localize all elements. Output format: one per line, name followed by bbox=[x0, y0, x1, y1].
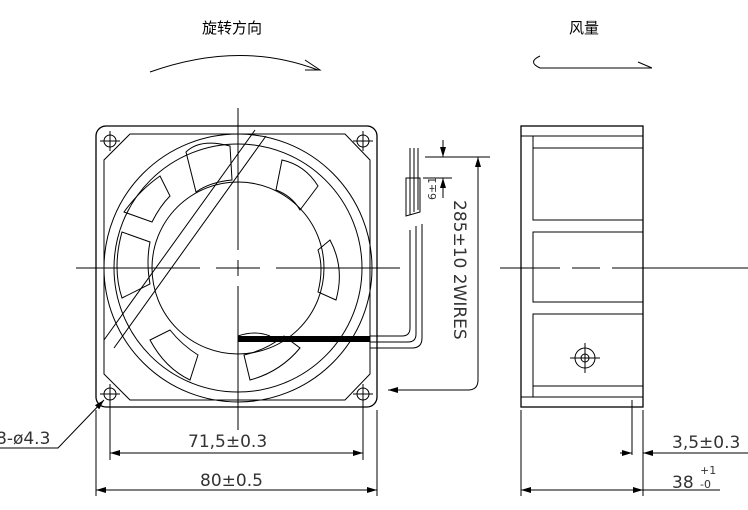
airflow-arrow-icon bbox=[533, 55, 653, 69]
hole-spacing-label: 71,5±0.3 bbox=[188, 432, 267, 452]
frame-size-label: 80±0.5 bbox=[200, 471, 263, 491]
strip-length-label: 6±1 bbox=[426, 177, 439, 200]
fan-side-view bbox=[500, 125, 748, 408]
fan-front-view bbox=[76, 108, 423, 430]
front-dimensions bbox=[0, 399, 378, 496]
rotation-arrow-icon bbox=[149, 55, 322, 73]
depth-tol-lower: -0 bbox=[700, 478, 711, 491]
lead-length-label: 285±10 2WIRES bbox=[449, 200, 469, 340]
flange-thickness-label: 3,5±0.3 bbox=[672, 433, 740, 453]
depth-tol-upper: +1 bbox=[700, 464, 716, 477]
hole-spec-label: 8-ø4.3 bbox=[0, 429, 50, 449]
strut bbox=[103, 129, 267, 349]
lead-length-dimension bbox=[388, 140, 490, 393]
mounting-holes bbox=[100, 131, 373, 404]
depth-label: 38 bbox=[672, 473, 694, 493]
rotation-direction-label: 旋转方向 bbox=[202, 19, 262, 37]
side-dimensions bbox=[520, 400, 748, 496]
airflow-label: 风量 bbox=[569, 19, 599, 37]
fan-blades bbox=[116, 142, 340, 381]
